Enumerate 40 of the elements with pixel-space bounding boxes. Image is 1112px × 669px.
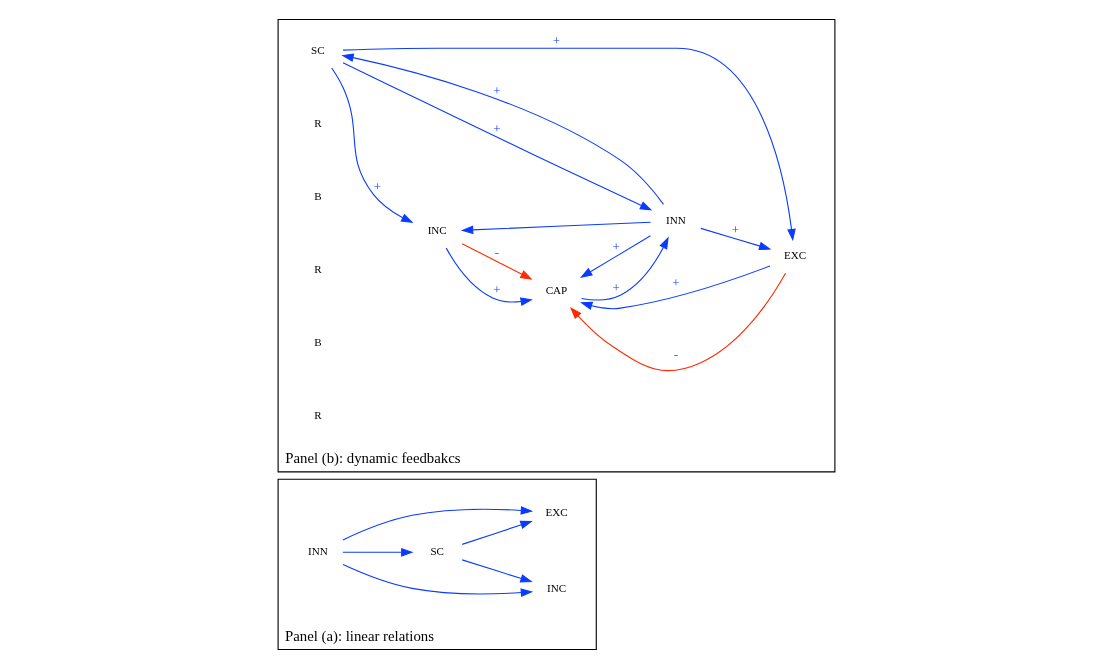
node-text: INC bbox=[546, 582, 566, 595]
arrow bbox=[699, 227, 771, 251]
label: B bbox=[313, 336, 322, 349]
edge-label: + bbox=[552, 32, 560, 48]
arrow bbox=[461, 559, 533, 583]
edge-label: + bbox=[671, 275, 679, 291]
label: R bbox=[313, 263, 322, 276]
edge-label: + bbox=[612, 238, 620, 254]
edge-label: - bbox=[673, 347, 678, 363]
arrow bbox=[461, 520, 533, 545]
edge-label: + bbox=[731, 222, 739, 238]
arrow bbox=[341, 506, 533, 541]
edge-label: + bbox=[612, 279, 620, 295]
arrow bbox=[579, 265, 770, 310]
arrow bbox=[330, 67, 413, 224]
node-text: EXC bbox=[783, 249, 806, 262]
label: R bbox=[313, 116, 322, 129]
node-text: INN bbox=[665, 214, 686, 227]
node-text: SC bbox=[429, 545, 444, 558]
arrow bbox=[342, 47, 796, 242]
edge-label: + bbox=[492, 120, 500, 136]
label: B bbox=[313, 190, 322, 203]
arrow bbox=[580, 236, 669, 301]
node-text: INN bbox=[307, 545, 328, 558]
label: R bbox=[313, 409, 322, 422]
arrow bbox=[579, 235, 651, 278]
edge-label: + bbox=[492, 282, 500, 298]
arrow bbox=[569, 272, 786, 372]
node-text: EXC bbox=[544, 506, 568, 519]
edge-label: + bbox=[373, 178, 381, 194]
edge-label: + bbox=[492, 82, 500, 98]
node-text: SC bbox=[310, 43, 325, 56]
arrow bbox=[460, 221, 651, 235]
edge-label: - bbox=[494, 244, 499, 260]
node-text: INC bbox=[427, 224, 447, 237]
arrow bbox=[461, 243, 533, 280]
arrow bbox=[341, 547, 413, 557]
arrow bbox=[342, 563, 533, 597]
node-text: CAP bbox=[545, 284, 567, 297]
arrow bbox=[445, 247, 533, 306]
